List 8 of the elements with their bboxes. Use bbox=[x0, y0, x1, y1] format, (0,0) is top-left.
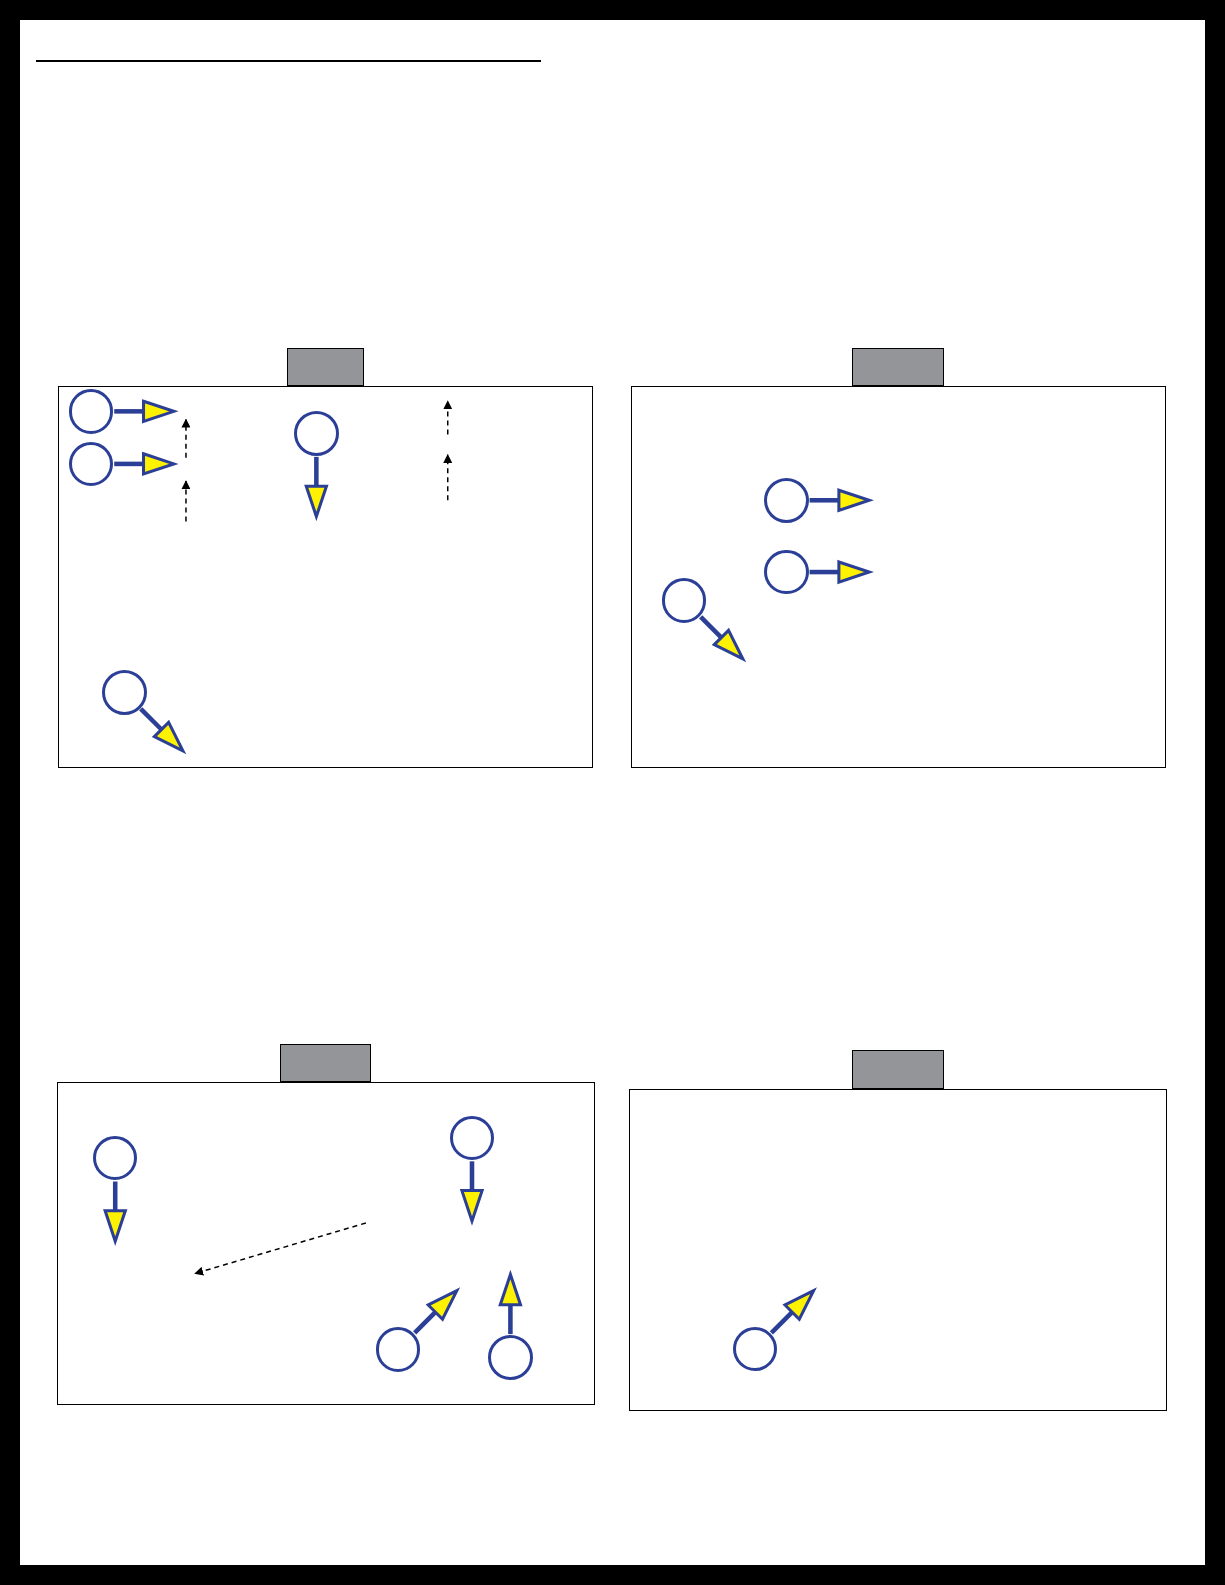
goal bbox=[287, 347, 364, 387]
field-box bbox=[56, 1082, 596, 1405]
goal bbox=[279, 1044, 371, 1083]
field-box bbox=[630, 386, 1167, 769]
field-box bbox=[57, 386, 594, 769]
goal bbox=[852, 1050, 944, 1089]
goal bbox=[852, 347, 944, 387]
field-box bbox=[628, 1088, 1168, 1411]
